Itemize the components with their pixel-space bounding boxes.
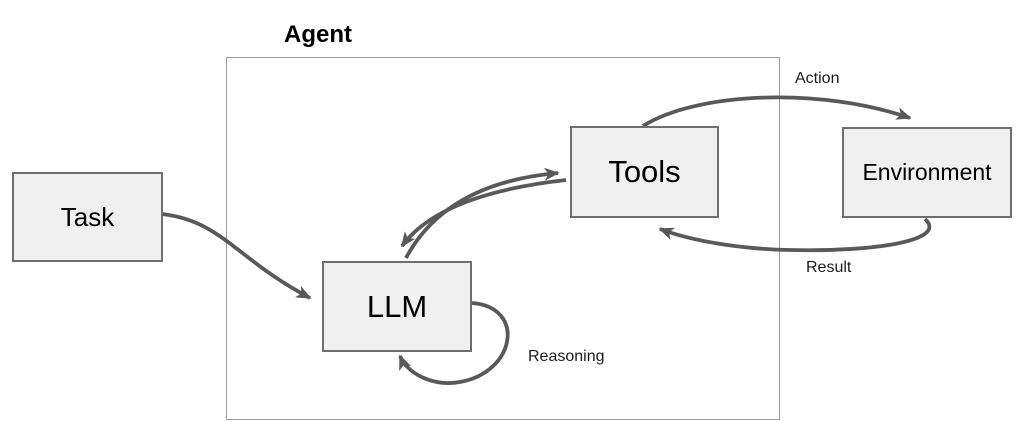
node-llm: LLM: [322, 261, 472, 352]
node-environment-label: Environment: [862, 159, 992, 185]
node-tools: Tools: [570, 126, 719, 218]
agent-group-title: Agent: [284, 21, 352, 48]
task-to-llm-arrow: [161, 212, 312, 300]
node-task: Task: [12, 172, 163, 262]
tools-to-llm-arrow: [400, 178, 567, 248]
action-edge-label: Action: [795, 70, 840, 87]
node-task-label: Task: [60, 201, 115, 232]
tools-to-environment-action-arrow: [641, 95, 912, 128]
environment-to-tools-result-arrow: [658, 217, 932, 253]
reasoning-edge-label: Reasoning: [528, 348, 605, 365]
agent-group-boundary: [226, 57, 780, 420]
node-llm-label: LLM: [366, 288, 428, 324]
llm-to-tools-arrow: [404, 167, 560, 259]
node-tools-label: Tools: [608, 154, 681, 189]
node-environment: Environment: [842, 127, 1012, 218]
llm-reasoning-self-loop-arrow: [398, 301, 510, 385]
result-edge-label: Result: [806, 259, 852, 276]
